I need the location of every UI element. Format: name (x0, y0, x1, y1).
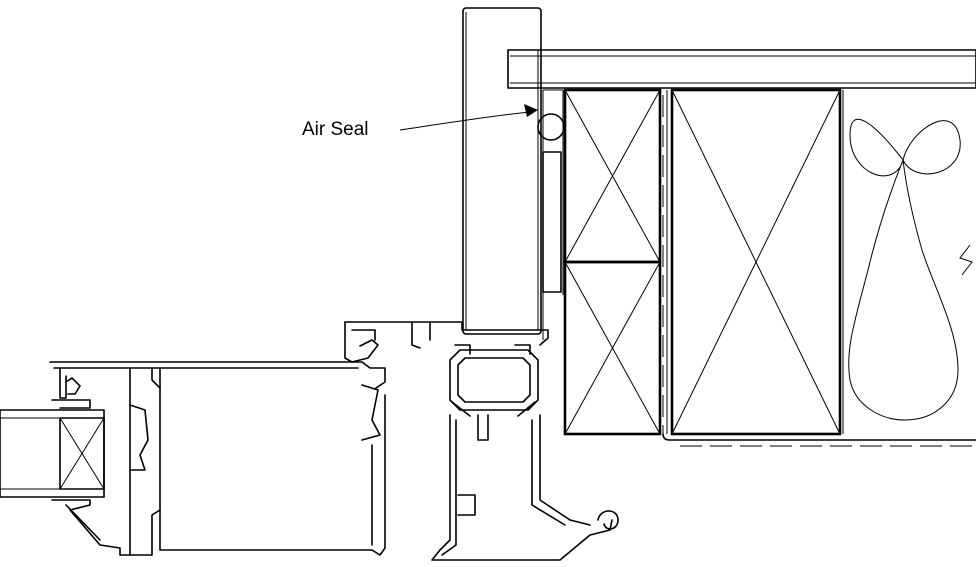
vertical-panel (462, 7, 542, 335)
glass-unit (0, 409, 105, 498)
air-seal-label: Air Seal (302, 119, 369, 140)
blocking-left-lower (563, 260, 662, 436)
glazing-frame (49, 361, 386, 556)
mullion-extrusion (344, 321, 619, 561)
top-slab (507, 49, 976, 89)
air-seal (537, 89, 565, 340)
membrane (662, 90, 976, 447)
blocking-large (670, 88, 842, 436)
blocking-left-upper (563, 88, 662, 264)
air-seal-leader (399, 104, 538, 131)
insulation (842, 90, 973, 434)
